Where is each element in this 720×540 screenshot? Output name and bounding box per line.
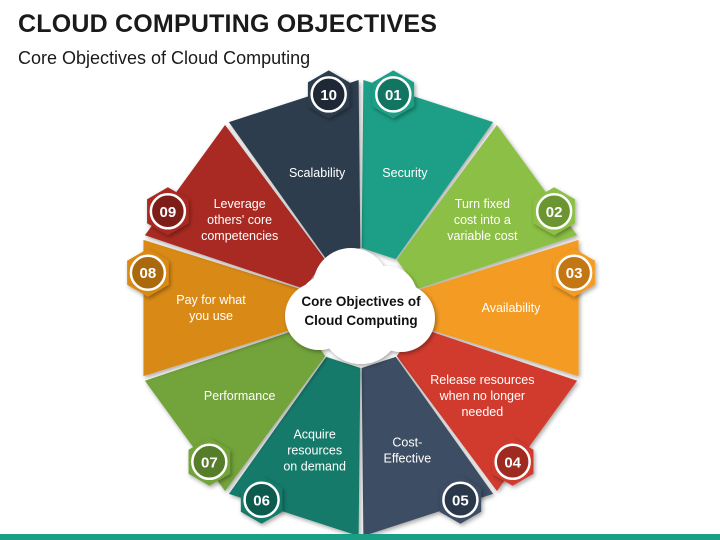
segment-wedge	[228, 80, 361, 260]
badge-number: 07	[201, 454, 218, 471]
number-badge	[535, 193, 573, 230]
segment-label-line: Availability	[482, 301, 542, 315]
segment-05: 05 Cost- Effective	[361, 356, 494, 536]
badge-number: 09	[160, 204, 177, 221]
segment-wedge	[396, 124, 578, 289]
segment-label-line: Security	[382, 166, 428, 180]
badge-number: 02	[546, 204, 563, 221]
number-badge	[149, 193, 187, 230]
segment-label-line: competencies	[201, 229, 278, 243]
segment-label: Performance	[204, 389, 276, 403]
segment-09: 09 Leverage others' core competencies	[144, 124, 326, 289]
segment-06: 06 Acquire resources on demand	[228, 356, 361, 536]
segment-label: Leverage others' core competencies	[201, 197, 278, 243]
segment-label: Cost- Effective	[383, 436, 431, 466]
segment-label-line: Performance	[204, 389, 276, 403]
segment-label: Acquire resources on demand	[283, 428, 346, 474]
segment-label: Security	[382, 166, 428, 180]
segment-wedge	[361, 80, 494, 260]
badge-number: 01	[385, 87, 402, 104]
segment-wedge	[144, 327, 326, 492]
number-badge	[442, 481, 479, 519]
center-cloud	[285, 248, 435, 364]
segment-label-line: others' core	[207, 213, 272, 227]
segment-07: 07 Performance	[144, 327, 326, 492]
segment-label-line: resources	[287, 444, 342, 458]
segment-wedge	[418, 239, 579, 377]
segment-04: 04 Release resources when no longer needed	[396, 327, 578, 492]
number-badge	[310, 76, 347, 113]
footer-bar	[0, 534, 720, 540]
segment-wedge	[143, 239, 304, 377]
number-badge	[243, 481, 280, 519]
segment-label-line: you use	[189, 309, 233, 323]
badge-number: 04	[504, 454, 521, 471]
number-badge	[191, 443, 228, 481]
number-badge	[129, 254, 167, 291]
segment-label: Turn fixed cost into a variable cost	[447, 197, 518, 243]
badge-number: 06	[253, 492, 270, 509]
page-subtitle: Core Objectives of Cloud Computing	[18, 48, 311, 68]
number-badge	[494, 443, 531, 481]
segment-label: Scalability	[289, 166, 346, 180]
segment-label-line: on demand	[283, 460, 346, 474]
cloud-puff	[321, 284, 401, 364]
segment-label-line: cost into a	[454, 213, 511, 227]
segment-label-line: when no longer	[439, 389, 525, 403]
segment-02: 02 Turn fixed cost into a variable cost	[396, 124, 578, 289]
segment-label-line: Scalability	[289, 166, 346, 180]
badge-number: 05	[452, 492, 469, 509]
segment-wedge	[144, 124, 326, 289]
segment-wedge	[396, 327, 578, 492]
segment-label-line: Cost-	[392, 436, 422, 450]
segment-label: Release resources when no longer needed	[430, 373, 534, 419]
center-title-line: Cloud Computing	[304, 313, 417, 328]
number-badge	[375, 76, 412, 113]
segment-label-line: Turn fixed	[455, 197, 510, 211]
segment-label-line: Release resources	[430, 373, 534, 387]
segment-label-line: Pay for what	[176, 293, 246, 307]
segment-label-line: Leverage	[214, 197, 266, 211]
number-badge	[555, 254, 593, 291]
segment-label-line: Acquire	[293, 428, 335, 442]
segment-label: Availability	[482, 301, 542, 315]
page-title: CLOUD COMPUTING OBJECTIVES	[18, 10, 438, 38]
segment-label-line: variable cost	[447, 229, 518, 243]
badge-number: 10	[320, 87, 337, 104]
center-title: Core Objectives of Cloud Computing	[301, 294, 421, 328]
badge-number: 03	[566, 265, 583, 282]
segment-label-line: needed	[461, 405, 503, 419]
badge-number: 08	[140, 265, 157, 282]
segment-label: Pay for what you use	[176, 293, 246, 323]
center-title-line: Core Objectives of	[301, 294, 421, 309]
segment-label-line: Effective	[383, 452, 431, 466]
